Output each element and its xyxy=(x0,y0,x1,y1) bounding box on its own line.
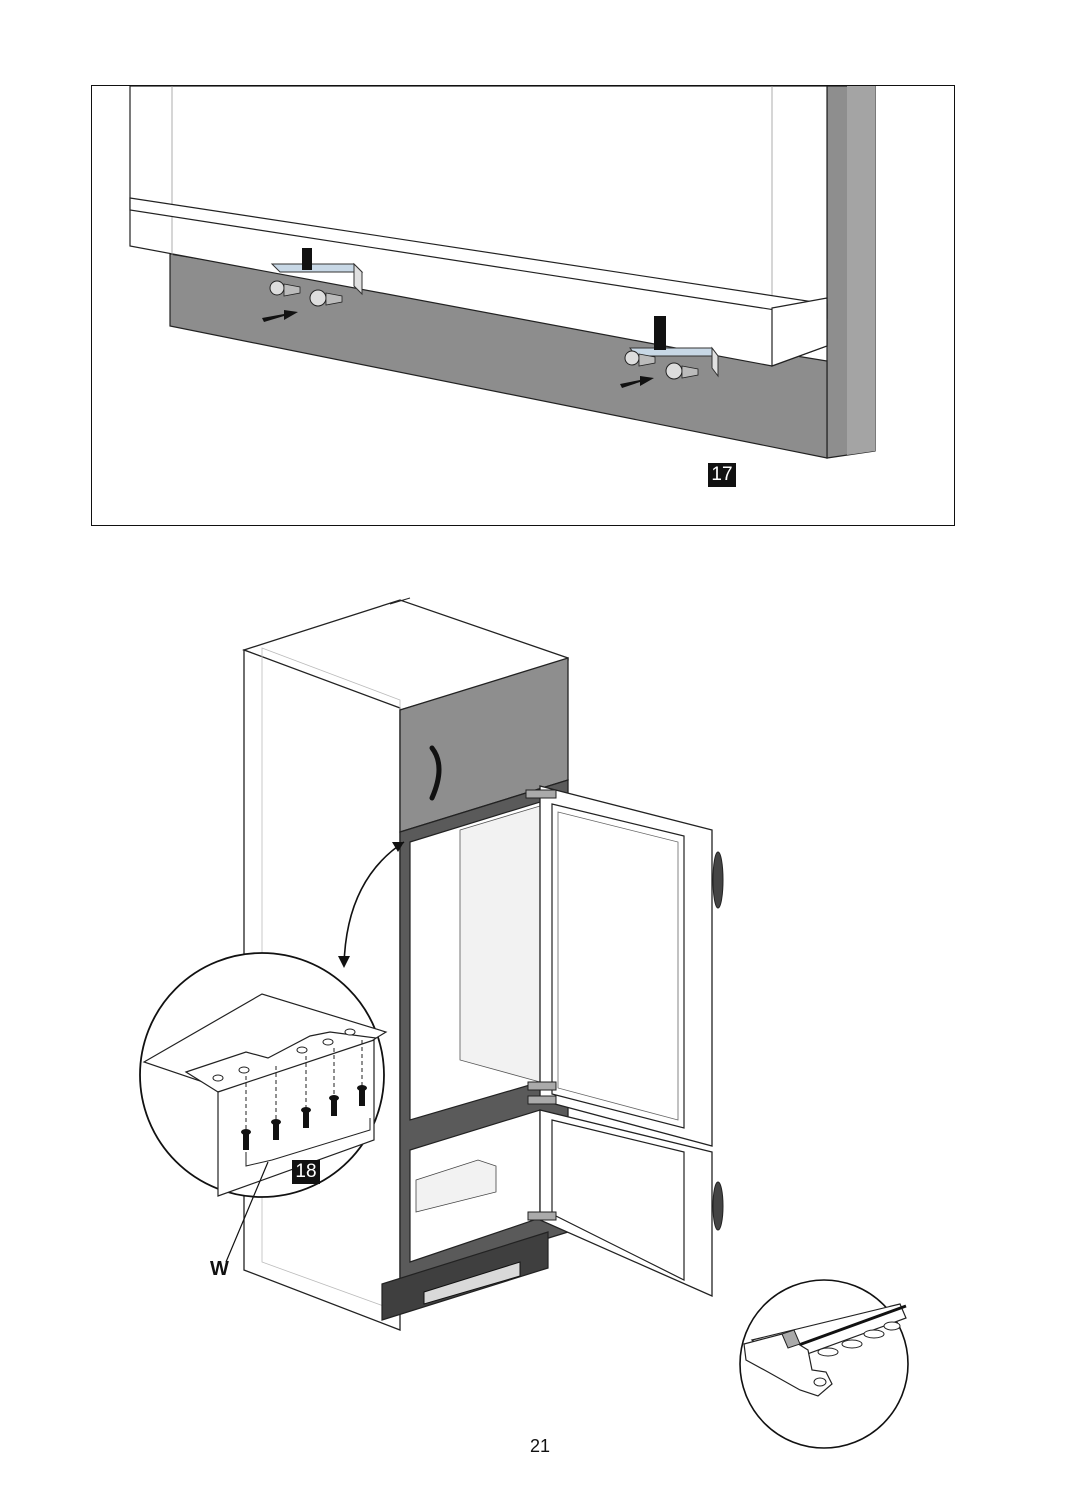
wall-strip-label: W xyxy=(210,1258,229,1280)
figure-17-panel: 17 xyxy=(91,85,955,526)
mounting-bracket-icon xyxy=(269,248,364,307)
handle-icon xyxy=(429,745,442,801)
figure-18-number: 18 xyxy=(292,1160,320,1184)
push-arrow-icon xyxy=(262,310,298,322)
screw-icon xyxy=(241,1085,367,1150)
leader-line-w xyxy=(225,1161,269,1263)
detail-arrow xyxy=(343,841,405,967)
figure-17-illustration xyxy=(129,86,876,459)
figure-17-number: 17 xyxy=(708,463,736,487)
page-number: 21 xyxy=(529,1436,551,1456)
hinge-detail xyxy=(743,1303,907,1397)
strip-detail xyxy=(142,993,388,1197)
hinge-icon xyxy=(525,789,557,1221)
mounting-bracket-icon xyxy=(624,316,719,380)
push-arrow-icon xyxy=(620,376,654,388)
